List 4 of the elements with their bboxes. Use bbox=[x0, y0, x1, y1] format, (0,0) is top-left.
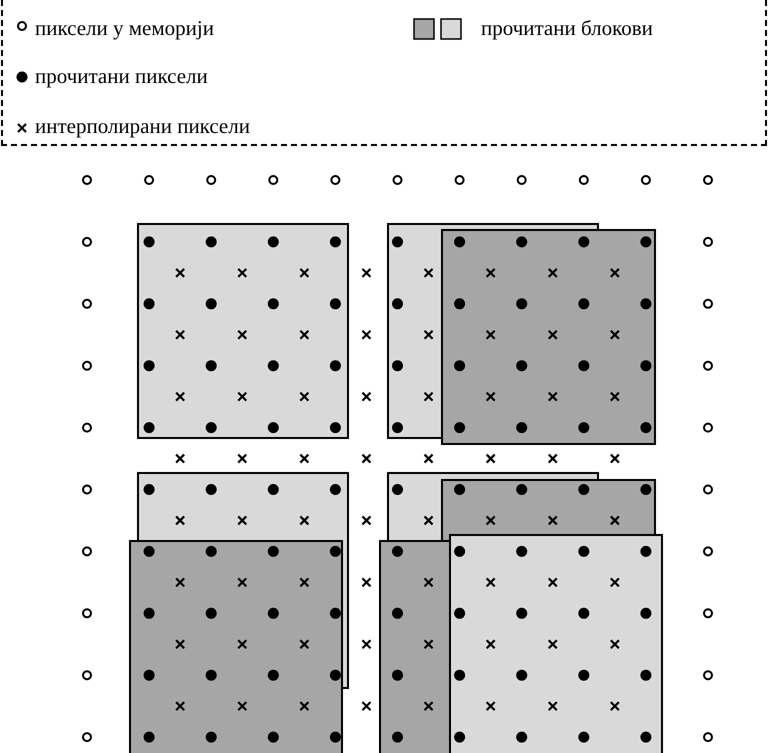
legend-text: прочитани блокови bbox=[481, 16, 653, 40]
legend-text: прочитани пиксели bbox=[35, 64, 208, 88]
legend-text: пиксели у меморији bbox=[35, 16, 214, 40]
legend-text: интерполирани пиксели bbox=[35, 114, 250, 138]
